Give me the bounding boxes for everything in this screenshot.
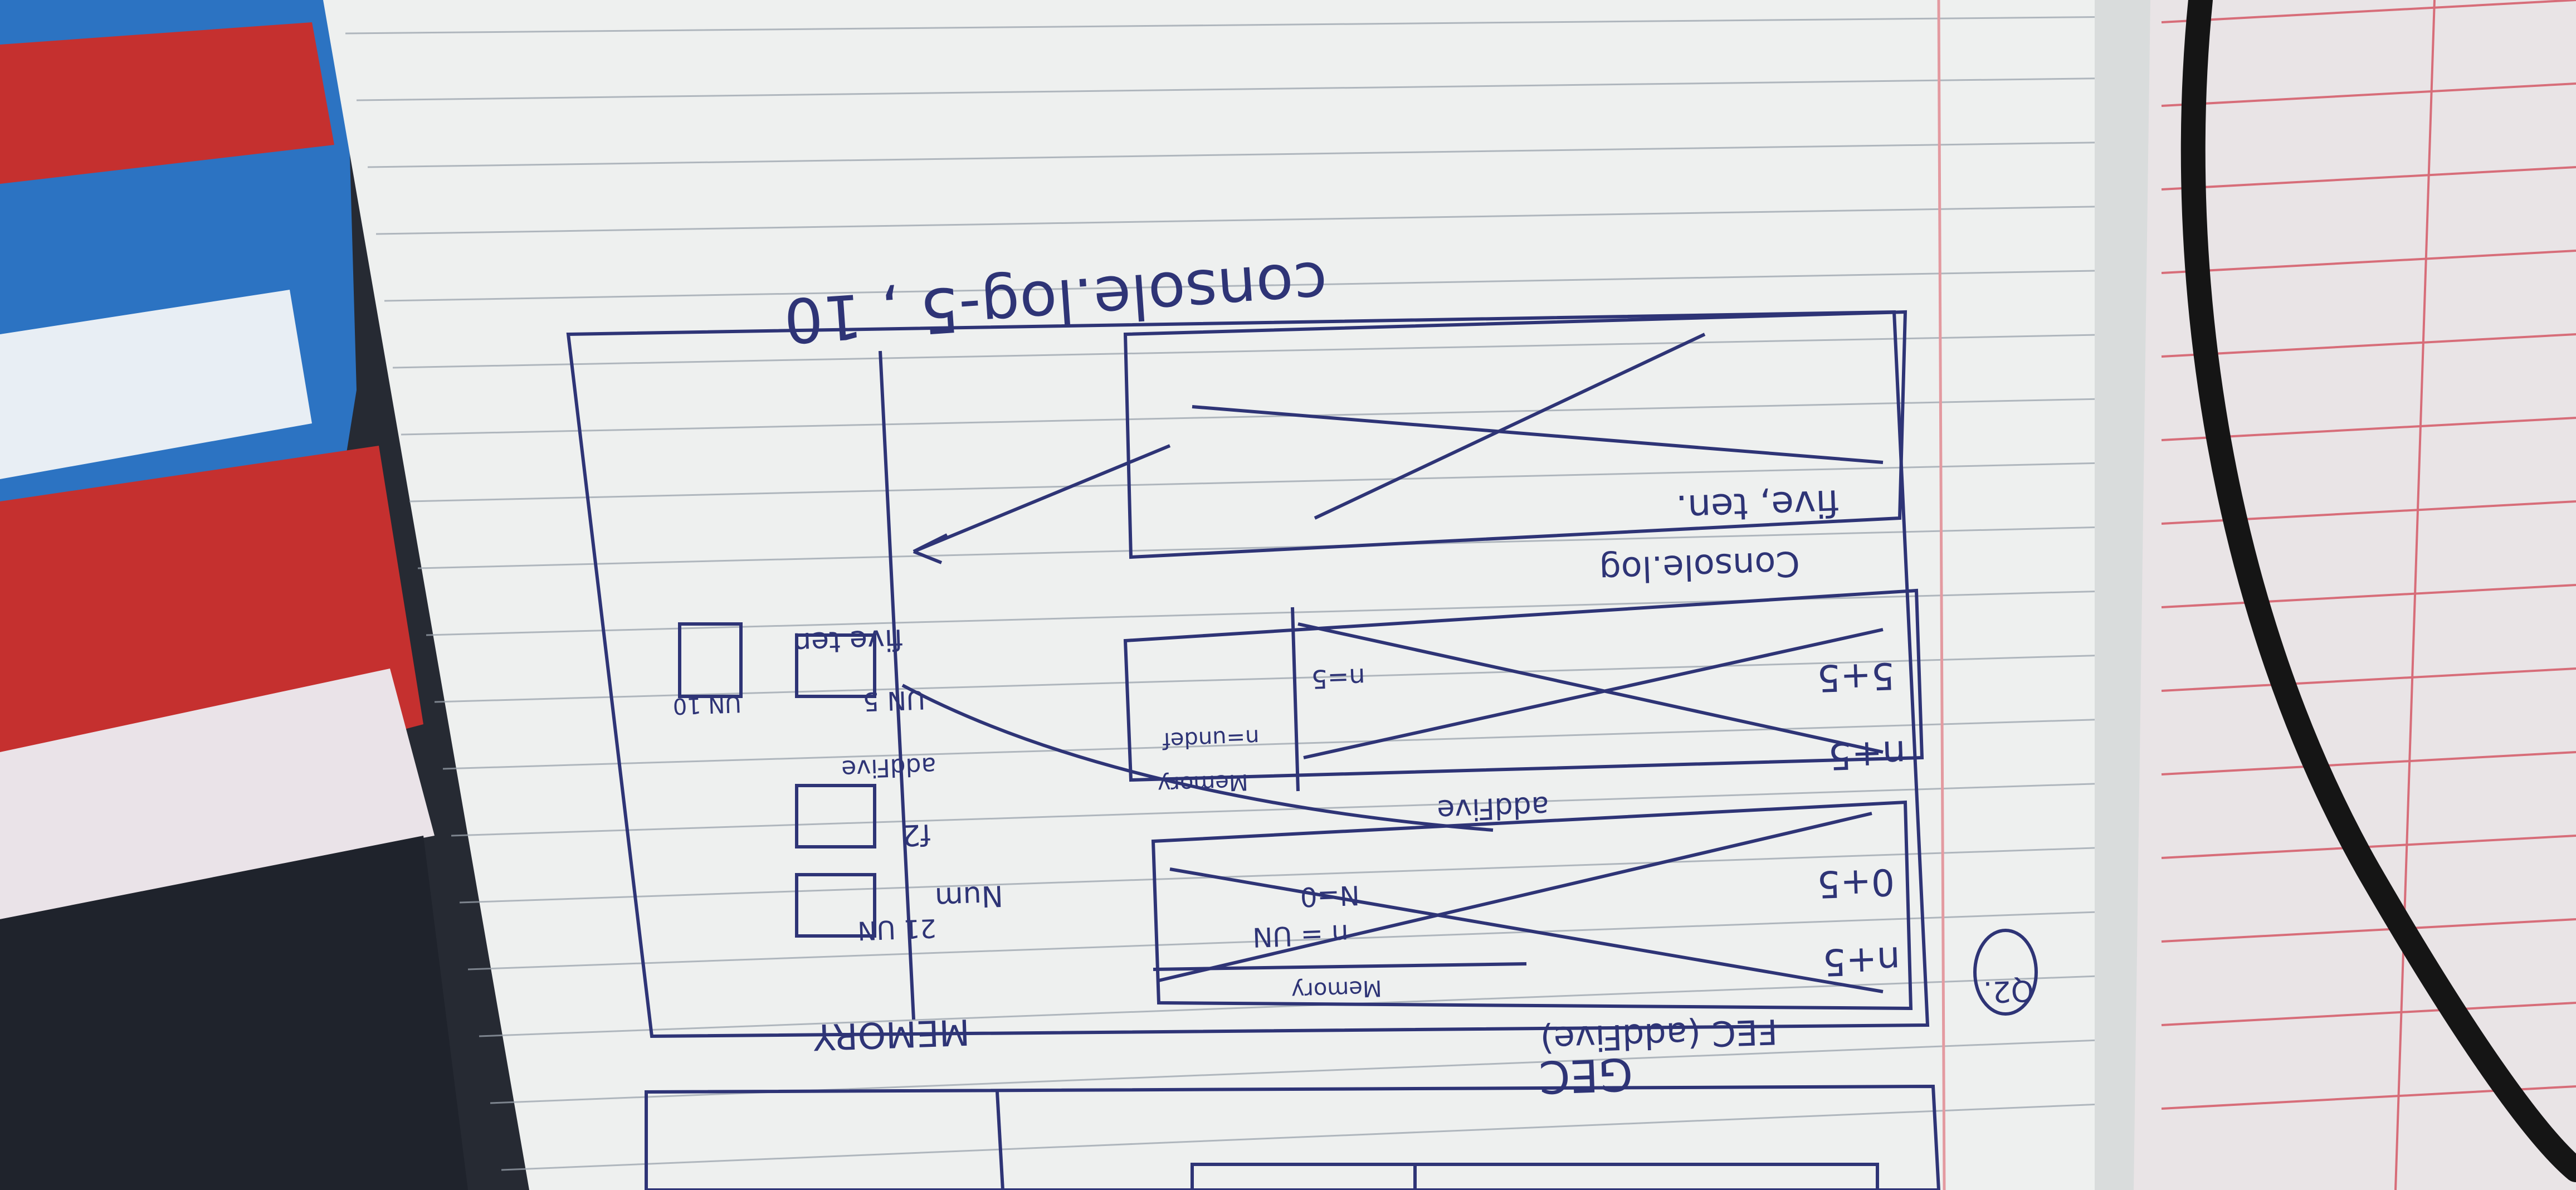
- five-ten-2: five, ten.: [1675, 481, 1840, 530]
- cable: [2180, 0, 2576, 1182]
- five-plus-5: 5+5: [1816, 654, 1895, 700]
- fec-box: [1151, 800, 1913, 1011]
- zero-plus-5: 0+5: [1816, 860, 1895, 906]
- memory-small-2: Memory: [1157, 769, 1248, 798]
- n-plus-5: n+5: [1822, 938, 1901, 984]
- memory-label: MEMORY: [812, 1011, 970, 1057]
- n-un: n = UN: [1252, 918, 1349, 953]
- un-10: UN 10: [672, 691, 741, 719]
- un-5: UN 5: [862, 685, 926, 717]
- add-five-1: addFive: [1436, 789, 1549, 827]
- fec-label: FEC (addFive): [1540, 1011, 1778, 1060]
- add-five-2: addFive: [841, 752, 936, 783]
- right-page-rules: [2161, 0, 2576, 1190]
- margin-line: [1937, 0, 1946, 1190]
- q2-label: Q2.: [1983, 973, 2035, 1008]
- console-log-small: Console.log: [1598, 543, 1801, 591]
- n-plus-5-b: n+5: [1827, 732, 1906, 778]
- right-page: [2134, 0, 2576, 1190]
- num-label: Num: [934, 879, 1004, 914]
- n-undef: n=undef: [1162, 724, 1260, 753]
- gec-box: [566, 310, 1930, 1038]
- exec-box-3: [1123, 310, 1907, 559]
- f2-label: f2: [901, 817, 931, 852]
- n-5: n=5: [1311, 662, 1366, 694]
- handwritten-diagram: [566, 310, 2038, 1190]
- five-ten: five ten: [792, 622, 903, 660]
- gec-label: GEC: [1538, 1048, 1634, 1103]
- n-zero: N=0: [1300, 879, 1360, 913]
- un-21: 21 UN: [857, 913, 936, 946]
- exec-box-2: [1123, 588, 1924, 782]
- memory-small: Memory: [1291, 975, 1382, 1004]
